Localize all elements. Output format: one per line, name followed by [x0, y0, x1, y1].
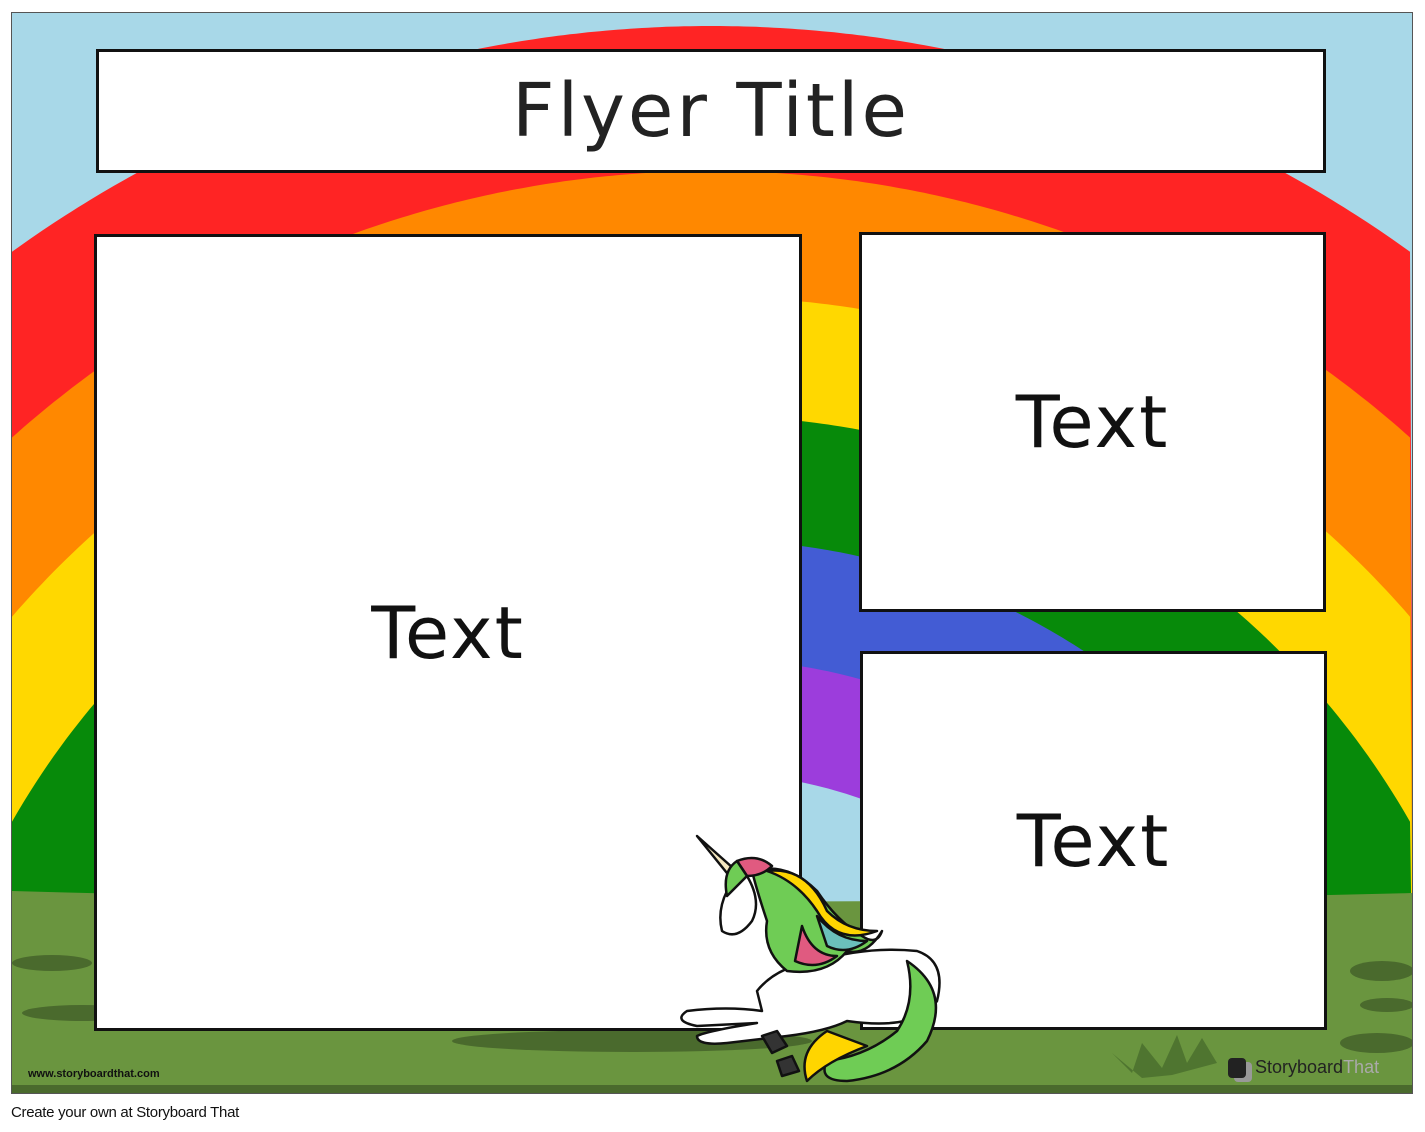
text-box-left[interactable]: Text: [94, 234, 802, 1031]
grass-patch: [1350, 961, 1412, 981]
text-box-top-right[interactable]: Text: [859, 232, 1326, 612]
watermark-url: www.storyboardthat.com: [28, 1068, 160, 1080]
text-box-left-label: Text: [371, 590, 525, 675]
text-box-bottom-right-label: Text: [1016, 798, 1171, 883]
flyer-canvas: Flyer Title Text Text Text www.storyboar…: [11, 12, 1413, 1094]
grass-tuft: [1112, 1035, 1217, 1078]
unicorn-illustration: [680, 834, 941, 1083]
text-box-top-right-label: Text: [1015, 380, 1170, 464]
logo-storyboard: Storyboard: [1255, 1057, 1344, 1077]
footer-link[interactable]: Create your own at Storyboard That: [11, 1104, 239, 1121]
logo-that: That: [1343, 1057, 1380, 1077]
grass-patch: [12, 955, 92, 971]
flyer-title-box[interactable]: Flyer Title: [96, 49, 1326, 173]
text-box-bottom-right[interactable]: Text: [860, 651, 1327, 1030]
grass-patch: [1340, 1033, 1412, 1053]
flyer-title: Flyer Title: [512, 68, 910, 154]
grass-patch: [1360, 998, 1412, 1012]
grass-edge: [12, 1085, 1412, 1093]
speech-bubble-icon: [1228, 1057, 1246, 1078]
